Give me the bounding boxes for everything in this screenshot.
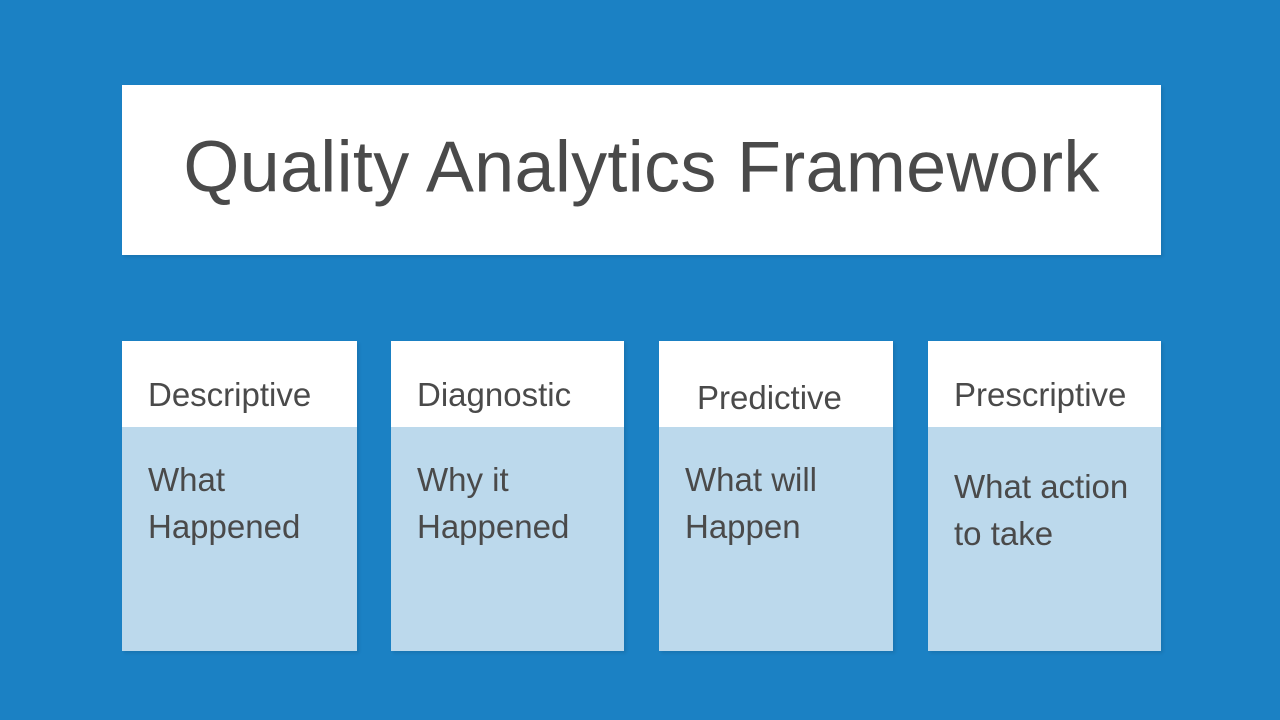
card-descriptive-title: Descriptive [148, 376, 312, 413]
card-prescriptive-title: Prescriptive [954, 376, 1127, 413]
title-banner: Quality Analytics Framework [122, 85, 1161, 255]
card-diagnostic-body: Why it Happened [391, 427, 624, 651]
card-diagnostic-title: Diagnostic [417, 376, 572, 413]
card-prescriptive-body: What action to take [928, 427, 1161, 651]
card-prescriptive-text: What action to take [954, 468, 1129, 552]
card-descriptive-header: Descriptive [122, 341, 357, 427]
card-diagnostic-header: Diagnostic [391, 341, 624, 427]
card-descriptive[interactable]: Descriptive What Happened [122, 341, 357, 651]
card-diagnostic-text: Why it Happened [417, 461, 570, 545]
card-prescriptive[interactable]: Prescriptive What action to take [928, 341, 1161, 651]
card-predictive-header: Predictive [659, 341, 893, 427]
card-descriptive-body: What Happened [122, 427, 357, 651]
card-diagnostic[interactable]: Diagnostic Why it Happened [391, 341, 624, 651]
card-prescriptive-header: Prescriptive [928, 341, 1161, 427]
card-descriptive-text: What Happened [148, 461, 301, 545]
card-predictive-body: What will Happen [659, 427, 893, 651]
card-predictive-title: Predictive [697, 379, 842, 416]
card-predictive[interactable]: Predictive What will Happen [659, 341, 893, 651]
card-predictive-text: What will Happen [685, 461, 818, 545]
page-title: Quality Analytics Framework [183, 127, 1100, 208]
